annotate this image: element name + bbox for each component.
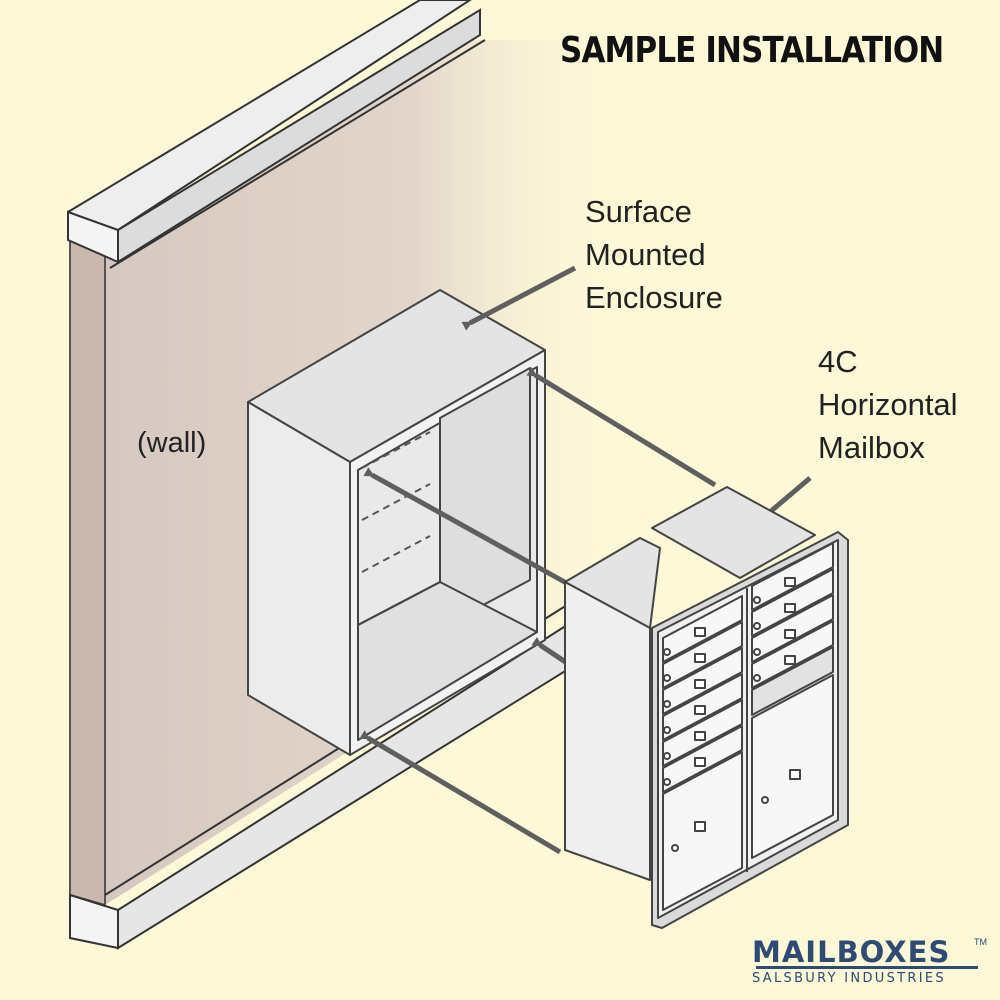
page-title: SAMPLE INSTALLATION xyxy=(560,30,944,71)
label-line: 4C xyxy=(818,344,858,379)
label-line: Mailbox xyxy=(818,430,925,465)
label-surface-mounted-enclosure: Surface Mounted Enclosure xyxy=(585,190,723,319)
arrow-top-right xyxy=(526,367,717,488)
arrow-bottom-left xyxy=(359,730,562,855)
logo-subtitle: SALSBURY INDUSTRIES xyxy=(752,971,946,986)
assembly-arrows xyxy=(359,265,812,855)
wall-top-cap-edge xyxy=(117,8,481,264)
logo-underline xyxy=(756,966,978,969)
label-line: Mounted xyxy=(585,237,706,272)
logo-trademark: TM xyxy=(974,937,987,947)
mailbox-left-side xyxy=(564,581,651,881)
enclosure-rails xyxy=(361,431,431,573)
brand-logo: MAILBOXES TM SALSBURY INDUSTRIES xyxy=(752,935,992,986)
parcel-locker-right xyxy=(751,674,834,859)
surface-mounted-enclosure xyxy=(247,289,546,756)
wall-trim-line xyxy=(109,39,486,269)
enclosure-floor-edge xyxy=(357,581,441,626)
arrow-mid-left xyxy=(363,467,572,588)
label-horizontal-mailbox: 4C Horizontal Mailbox xyxy=(818,340,958,469)
logo-wordmark: MAILBOXES xyxy=(752,935,951,969)
enclosure-left-side xyxy=(247,401,351,756)
wall-base-front xyxy=(69,893,119,950)
label-wall: (wall) xyxy=(137,427,207,459)
mailbox-right-doors xyxy=(751,542,834,859)
mailbox-top-right xyxy=(651,486,816,579)
door-id-plates xyxy=(694,577,801,832)
arrow-enclosure-label xyxy=(461,265,577,331)
mailbox-left-doors xyxy=(662,595,743,911)
label-line: Enclosure xyxy=(585,280,723,315)
horizontal-mailbox xyxy=(564,486,849,929)
label-line: Horizontal xyxy=(818,387,958,422)
label-line: Surface xyxy=(585,194,692,229)
wall-side xyxy=(69,233,106,907)
outgoing-mail-slot xyxy=(751,646,834,716)
door-locks xyxy=(663,596,769,852)
